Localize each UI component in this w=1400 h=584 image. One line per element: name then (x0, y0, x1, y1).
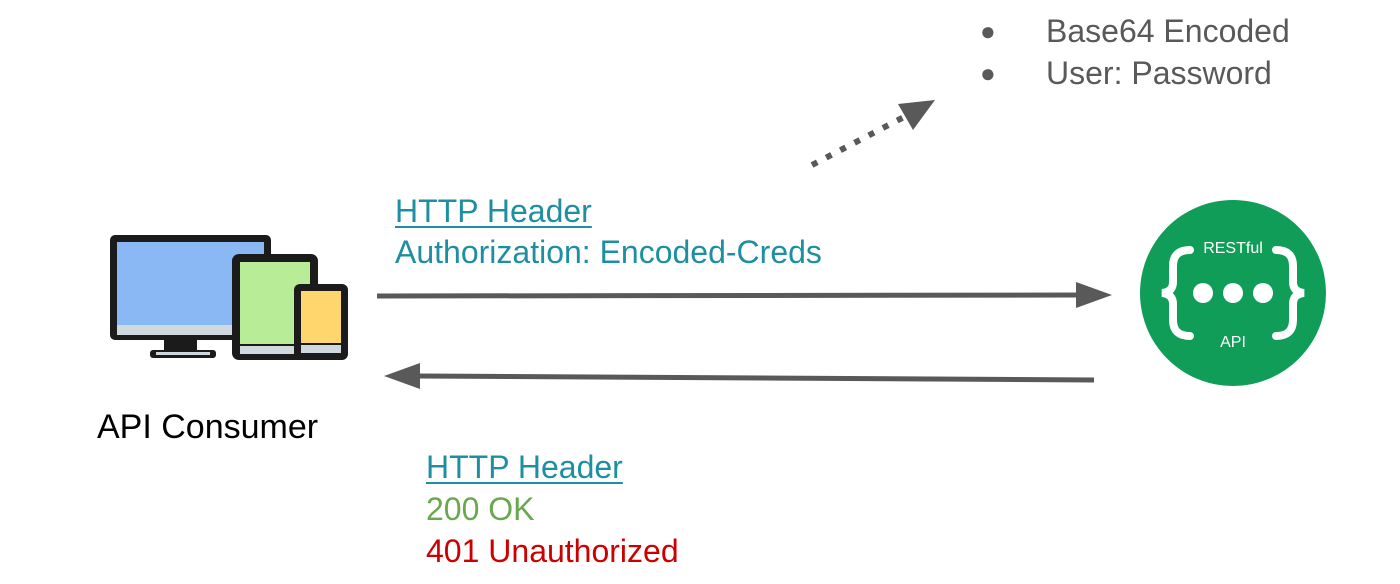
response-arrow (384, 363, 1095, 389)
credentials-note-list: ● Base64 Encoded ● User: Password (980, 10, 1290, 94)
dotted-pointer-arrow (810, 100, 935, 168)
bullet-icon: ● (980, 16, 996, 46)
response-status-unauthorized: 401 Unauthorized (426, 533, 679, 569)
request-header-title[interactable]: HTTP Header (395, 193, 592, 229)
credentials-note-text: Base64 Encoded (1046, 13, 1290, 49)
response-status-ok: 200 OK (426, 491, 535, 527)
request-header-line: Authorization: Encoded-Creds (395, 234, 822, 270)
credentials-note-item: ● Base64 Encoded (980, 10, 1290, 52)
api-top-label: RESTful (1203, 240, 1263, 257)
api-consumer-label: API Consumer (97, 408, 319, 446)
credentials-note-text: User: Password (1046, 55, 1272, 91)
api-bottom-label: API (1220, 334, 1246, 351)
request-header-text: HTTP Header Authorization: Encoded-Creds (395, 191, 822, 273)
credentials-note-item: ● User: Password (980, 52, 1290, 94)
response-header-text: HTTP Header 200 OK 401 Unauthorized (426, 446, 679, 572)
bullet-icon: ● (980, 58, 996, 88)
request-arrow (376, 282, 1112, 308)
response-header-title[interactable]: HTTP Header (426, 449, 623, 485)
